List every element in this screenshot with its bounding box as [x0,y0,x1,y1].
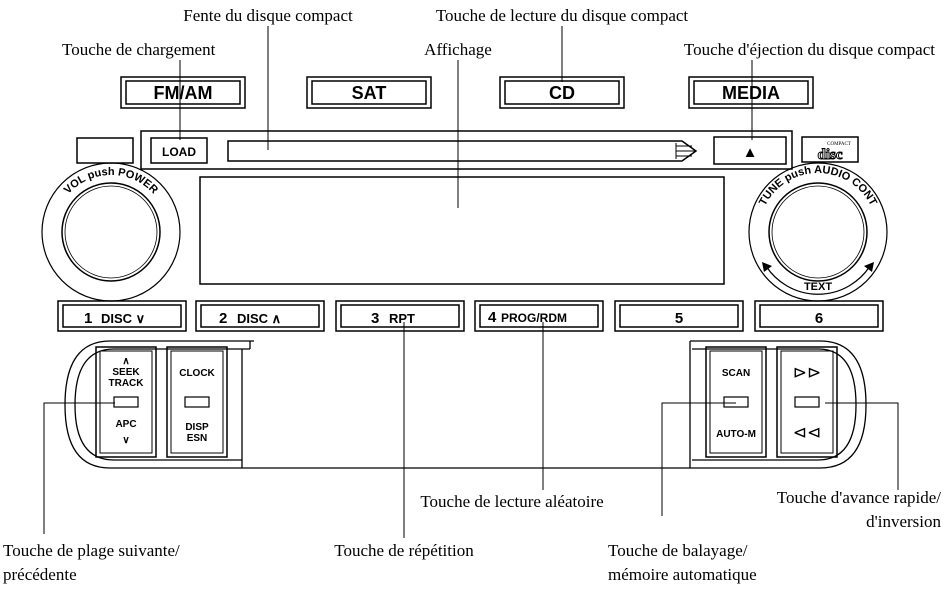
seek-track-key[interactable]: ∧ SEEK TRACK APC ∨ [95,346,157,458]
preset-1-num: 1 [84,310,92,327]
clock-disp-key[interactable]: CLOCK DISP ESN [166,346,228,458]
fm-am-label: FM/AM [154,83,213,103]
cd-button[interactable]: CD [499,76,625,109]
sat-button[interactable]: SAT [306,76,432,109]
callout-scan-line1: Touche de balayage/ [608,541,748,560]
callout-track-line2: précédente [3,565,77,584]
media-label: MEDIA [722,83,780,103]
preset-5[interactable]: 5 [614,300,744,332]
clock-indicator [184,396,210,408]
leader-scan [661,402,736,516]
callout-repeat-key: Touche de répétition [334,541,474,560]
scan-auto-m-key[interactable]: SCAN AUTO-M [705,346,767,458]
preset-4-label: PROG/RDM [501,311,567,325]
scan-indicator [723,396,749,408]
arc-arrow-right-icon [864,262,874,272]
seek-indicator [113,396,139,408]
preset-3[interactable]: 3 RPT [335,300,465,332]
leader-lines [43,26,899,538]
eject-icon: ▲ [743,145,758,161]
callout-display: Affichage [424,40,492,59]
track-label: TRACK [109,378,145,389]
preset-buttons: 1 DISC ∨ 2 DISC ∧ 3 RPT 4 PROG/RDM 5 [57,300,884,332]
seek-up-icon: ∧ [122,356,129,367]
ff-rew-key[interactable]: ⊳⊳ ⊲⊲ [776,346,838,458]
eject-button[interactable]: ▲ [713,136,787,165]
arc-arrow-left-icon [762,262,772,272]
callout-cd-play-key: Touche de lecture du disque compact [436,6,689,25]
callout-scan-line2: mémoire automatique [608,565,757,584]
ff-indicator [794,396,820,408]
media-button[interactable]: MEDIA [688,76,814,109]
leader-ff-rew [825,402,899,490]
display-screen [199,176,725,285]
tune-knob[interactable]: TUNE push AUDIO CONT TEXT [748,162,888,302]
preset-2-label: DISC ∧ [237,311,281,326]
blank-key[interactable] [76,137,134,164]
tune-text-label: TEXT [804,281,832,293]
disp-label: DISP [185,422,209,433]
seek-down-icon: ∨ [122,435,129,446]
preset-3-num: 3 [371,310,379,327]
callout-eject-key: Touche d'éjection du disque compact [684,40,935,59]
callout-track-line1: Touche de plage suivante/ [3,541,180,560]
lower-panel [64,340,867,469]
compact-disc-logo: COMPACT disc [801,136,859,164]
disc-logo-big: disc [817,147,842,163]
disc-slot [227,140,698,162]
scan-label: SCAN [722,368,750,379]
preset-1-label: DISC ∨ [101,311,145,326]
callout-ff-rew-line2: d'inversion [866,512,941,531]
volume-knob-label: VOL push POWER [62,166,160,196]
apc-label: APC [115,419,136,430]
clock-label: CLOCK [179,368,215,379]
seek-label: SEEK [112,367,140,378]
sat-label: SAT [352,83,387,103]
auto-m-label: AUTO-M [716,429,756,440]
preset-6-num: 6 [815,310,823,327]
rewind-icon: ⊲⊲ [793,423,822,442]
fm-am-button[interactable]: FM/AM [120,76,246,109]
cd-slot-bar [140,130,793,170]
callout-load-key: Touche de chargement [62,40,216,59]
tune-text-arc [765,265,871,295]
volume-knob[interactable]: VOL push POWER [41,162,181,302]
callout-disc-slot: Fente du disque compact [183,6,353,25]
fast-forward-icon: ⊳⊳ [793,363,822,382]
cd-label: CD [549,83,575,103]
source-buttons: FM/AM SAT CD MEDIA [120,76,814,109]
load-label: LOAD [162,145,196,159]
preset-4[interactable]: 4 PROG/RDM [474,300,604,332]
preset-1[interactable]: 1 DISC ∨ [57,300,187,332]
preset-2-num: 2 [219,310,227,327]
leader-track [43,402,115,534]
preset-4-num: 4 [488,309,497,326]
disc-logo-small: COMPACT [827,142,851,147]
preset-6[interactable]: 6 [754,300,884,332]
preset-2[interactable]: 2 DISC ∧ [195,300,325,332]
esn-label: ESN [187,433,208,444]
preset-5-num: 5 [675,310,683,327]
callout-ff-rew-line1: Touche d'avance rapide/ [777,488,942,507]
load-button[interactable]: LOAD [150,137,208,164]
preset-3-label: RPT [389,311,415,326]
callout-random-key: Touche de lecture aléatoire [420,492,603,511]
